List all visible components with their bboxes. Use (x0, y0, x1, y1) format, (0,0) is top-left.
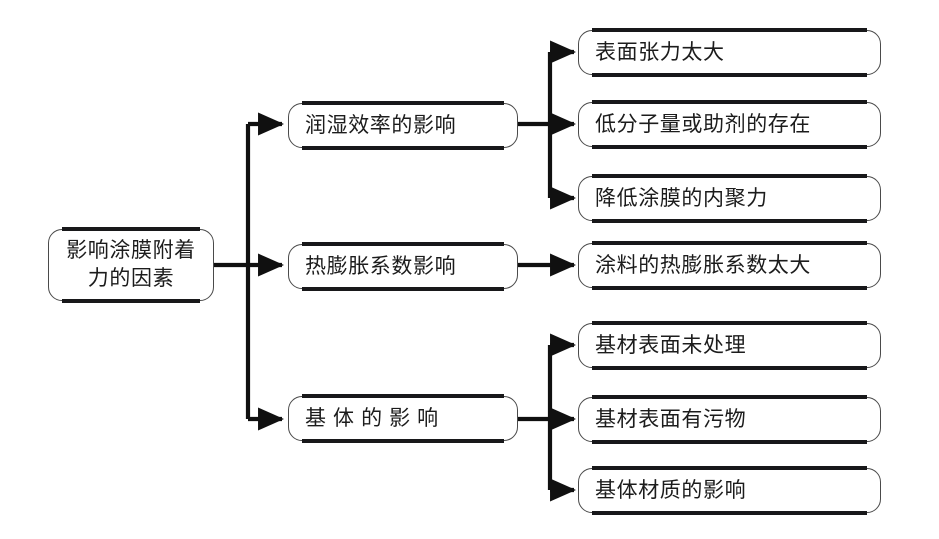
edge-substrate-trunk (518, 345, 553, 490)
node-untreated-surface[interactable]: 基材表面未处理 (578, 321, 881, 370)
node-surface-tension[interactable]: 表面张力太大 (578, 28, 881, 77)
node-wetting-label: 润湿效率的影响 (305, 113, 457, 137)
edge-root-trunk (213, 124, 251, 419)
node-coating-expansion[interactable]: 涂料的热膨胀系数太大 (578, 241, 881, 290)
node-cohesion[interactable]: 降低涂膜的内聚力 (578, 174, 881, 223)
node-root[interactable]: 影响涂膜附着 力的因素 (48, 227, 214, 303)
node-dirty-surface[interactable]: 基材表面有污物 (578, 395, 881, 444)
node-thermal-expansion-label: 热膨胀系数影响 (305, 254, 457, 278)
node-coating-expansion-label: 涂料的热膨胀系数太大 (595, 253, 811, 277)
node-root-label: 影响涂膜附着 力的因素 (66, 239, 196, 290)
node-cohesion-label: 降低涂膜的内聚力 (595, 186, 768, 210)
node-surface-tension-label: 表面张力太大 (595, 40, 725, 64)
node-low-molecular-label: 低分子量或助剂的存在 (595, 112, 811, 136)
node-substrate-material[interactable]: 基体材质的影响 (578, 466, 881, 515)
node-thermal-expansion[interactable]: 热膨胀系数影响 (288, 242, 518, 291)
node-substrate-material-label: 基体材质的影响 (595, 478, 747, 502)
node-dirty-surface-label: 基材表面有污物 (595, 407, 747, 431)
node-wetting[interactable]: 润湿效率的影响 (288, 101, 518, 150)
node-low-molecular[interactable]: 低分子量或助剂的存在 (578, 100, 881, 149)
edge-wetting-trunk (518, 52, 553, 198)
node-untreated-surface-label: 基材表面未处理 (595, 333, 747, 357)
node-substrate[interactable]: 基 体 的 影 响 (288, 394, 518, 443)
node-substrate-label: 基 体 的 影 响 (305, 406, 439, 430)
